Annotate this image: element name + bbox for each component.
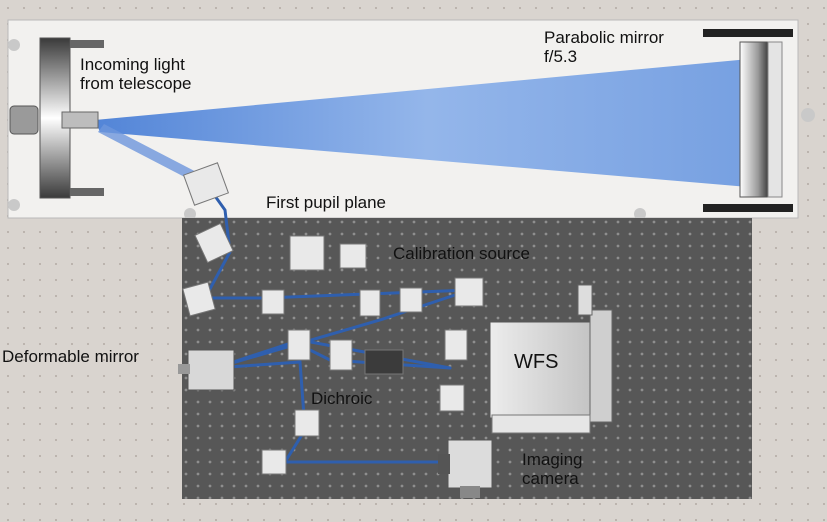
imaging-camera-label: Imaging camera [522,450,583,488]
deformable-mirror [187,349,235,391]
calibration-source-label: Calibration source [393,244,531,263]
deformable-mirror-label: Deformable mirror [2,347,139,366]
parabolic-mirror [739,41,771,198]
dichroic-label: Dichroic [311,389,373,408]
imaging-camera-unit [438,439,493,498]
incoming-light-label: Incoming light from telescope [80,55,192,93]
light-cone-beam [95,58,760,188]
reflected-beam [98,124,208,185]
wfs-unit [489,284,613,434]
optical-mounts [182,162,484,475]
first-pupil-plane-label: First pupil plane [266,193,387,212]
wfs-label: WFS [514,351,559,373]
parabolic-mirror-label: Parabolic mirror f/5.3 [544,28,664,66]
